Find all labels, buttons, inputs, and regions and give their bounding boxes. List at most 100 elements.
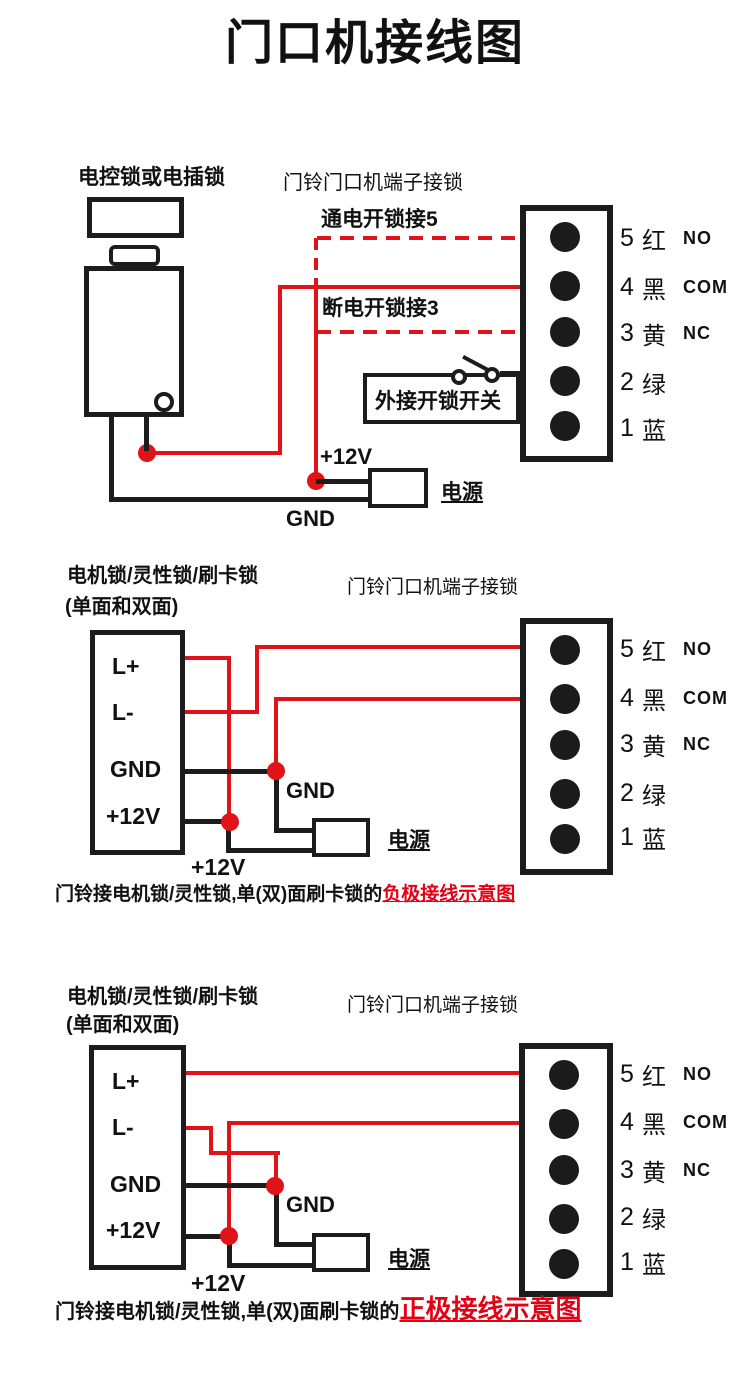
d1-note-power-off-unlock: 断电开锁接3 <box>322 297 439 320</box>
terminal-relay: NC <box>683 733 711 754</box>
terminal-color: 蓝 <box>642 417 666 445</box>
terminal-color: 红 <box>642 1063 666 1091</box>
terminal-number: 5 <box>620 1059 634 1088</box>
d3-gnd-label: GND <box>286 1192 335 1217</box>
terminal-relay: NC <box>683 322 711 343</box>
wire-lock-lead <box>144 415 149 451</box>
terminal-number: 3 <box>620 318 634 347</box>
d2-caption-prefix: 门铃接电机锁/灵性锁,单(双)面刷卡锁的 <box>55 884 383 905</box>
d3-lock-terminal-lplus: L+ <box>112 1068 140 1094</box>
d3-lock-label: 电机锁/灵性锁/刷卡锁 <box>67 986 259 1008</box>
wire-to-com <box>227 1121 550 1125</box>
d1-lock-top-plate <box>87 197 184 238</box>
d2-caption-highlight: 负极接线示意图 <box>382 884 516 905</box>
d2-header: 门铃门口机端子接锁 <box>347 577 519 598</box>
wire-switch-to-block <box>500 371 522 375</box>
terminal-5 <box>550 222 580 252</box>
d3-lock-terminal-12v: +12V <box>106 1217 161 1243</box>
terminal-4 <box>550 271 580 301</box>
terminal-number: 2 <box>620 1202 634 1231</box>
terminal-color: 绿 <box>642 782 666 810</box>
terminal-3 <box>550 730 580 760</box>
terminal-relay: NC <box>683 1159 711 1180</box>
d1-lock-label: 电控锁或电插锁 <box>78 166 225 189</box>
terminal-block <box>520 205 613 462</box>
terminal-number: 4 <box>620 683 634 712</box>
terminal-number: 4 <box>620 1107 634 1136</box>
terminal-block <box>520 618 613 875</box>
terminal-block <box>519 1043 613 1297</box>
junction-dot <box>266 1177 284 1195</box>
terminal-5 <box>550 635 580 665</box>
terminal-1 <box>550 824 580 854</box>
d1-12v-label: +12V <box>320 444 372 469</box>
d1-lock-body <box>84 266 184 417</box>
terminal-color: 绿 <box>642 371 666 399</box>
terminal-color: 黄 <box>642 322 666 350</box>
terminal-relay: NO <box>683 227 712 248</box>
wire-gnd-branch-up <box>274 697 278 771</box>
terminal-row-label: 2 绿 <box>620 365 683 399</box>
terminal-3 <box>549 1155 579 1185</box>
terminal-row-label: 1 蓝 <box>620 411 683 445</box>
terminal-5 <box>549 1060 579 1090</box>
wire-lminus-to-gnd <box>274 1151 278 1187</box>
junction-dot <box>221 813 239 831</box>
d3-lock-sub-label: (单面和双面) <box>66 1014 180 1036</box>
wire-12v-to-power <box>227 1263 316 1268</box>
terminal-row-label: 1 蓝 <box>620 820 683 854</box>
terminal-row-label: 3 黄 NC <box>620 316 711 350</box>
terminal-color: 红 <box>642 638 666 666</box>
d2-lock-sub-label: (单面和双面) <box>65 596 179 618</box>
terminal-relay: COM <box>683 687 728 708</box>
terminal-color: 黄 <box>642 733 666 761</box>
terminal-relay: COM <box>683 276 728 297</box>
terminal-relay: NO <box>683 1063 712 1084</box>
terminal-row-label: 4 黑 COM <box>620 681 728 715</box>
d1-gnd-label: GND <box>286 506 335 531</box>
d2-gnd-label: GND <box>286 778 335 803</box>
junction-dot <box>138 444 156 462</box>
terminal-row-label: 2 绿 <box>620 1200 683 1234</box>
terminal-2 <box>550 779 580 809</box>
d2-12v-label: +12V <box>191 854 246 880</box>
terminal-4 <box>550 684 580 714</box>
terminal-3 <box>550 317 580 347</box>
d1-power-box <box>368 468 428 508</box>
wire-dashed-to-nc <box>317 330 551 334</box>
wire-gnd-down <box>274 1185 279 1245</box>
terminal-number: 4 <box>620 272 634 301</box>
d3-lock-box <box>89 1045 186 1270</box>
wire-gnd-down <box>274 771 279 831</box>
terminal-number: 1 <box>620 413 634 442</box>
wire-lminus <box>185 710 259 714</box>
d3-power-box <box>312 1233 370 1272</box>
terminal-number: 3 <box>620 729 634 758</box>
wire-lminus-up <box>255 645 259 714</box>
wire-12v-to-power <box>316 479 370 484</box>
terminal-number: 1 <box>620 1247 634 1276</box>
terminal-color: 黑 <box>642 687 666 715</box>
terminal-row-label: 1 蓝 <box>620 1245 683 1279</box>
terminal-row-label: 3 黄 NC <box>620 1153 711 1187</box>
d3-12v-label: +12V <box>191 1270 246 1296</box>
d2-lock-terminal-lplus: L+ <box>112 653 140 679</box>
wire-gnd <box>185 769 277 774</box>
wire-12v <box>185 819 228 824</box>
d1-lock-bolt <box>109 245 160 266</box>
terminal-row-label: 5 红 NO <box>620 632 712 666</box>
terminal-row-label: 4 黑 COM <box>620 270 728 304</box>
wire-gnd <box>186 1183 277 1188</box>
d2-lock-terminal-gnd: GND <box>110 756 162 782</box>
d2-lock-box <box>90 630 185 855</box>
wire-branch-dashed <box>314 238 318 285</box>
wire-gnd-to-power <box>109 497 370 502</box>
terminal-color: 黑 <box>642 1111 666 1139</box>
terminal-row-label: 2 绿 <box>620 776 683 810</box>
wire-lplus-down <box>227 656 231 822</box>
switch-contact-icon <box>451 369 467 385</box>
wire-to-no <box>255 645 552 649</box>
terminal-row-label: 5 红 NO <box>620 1057 712 1091</box>
wire-to-com <box>278 285 550 289</box>
